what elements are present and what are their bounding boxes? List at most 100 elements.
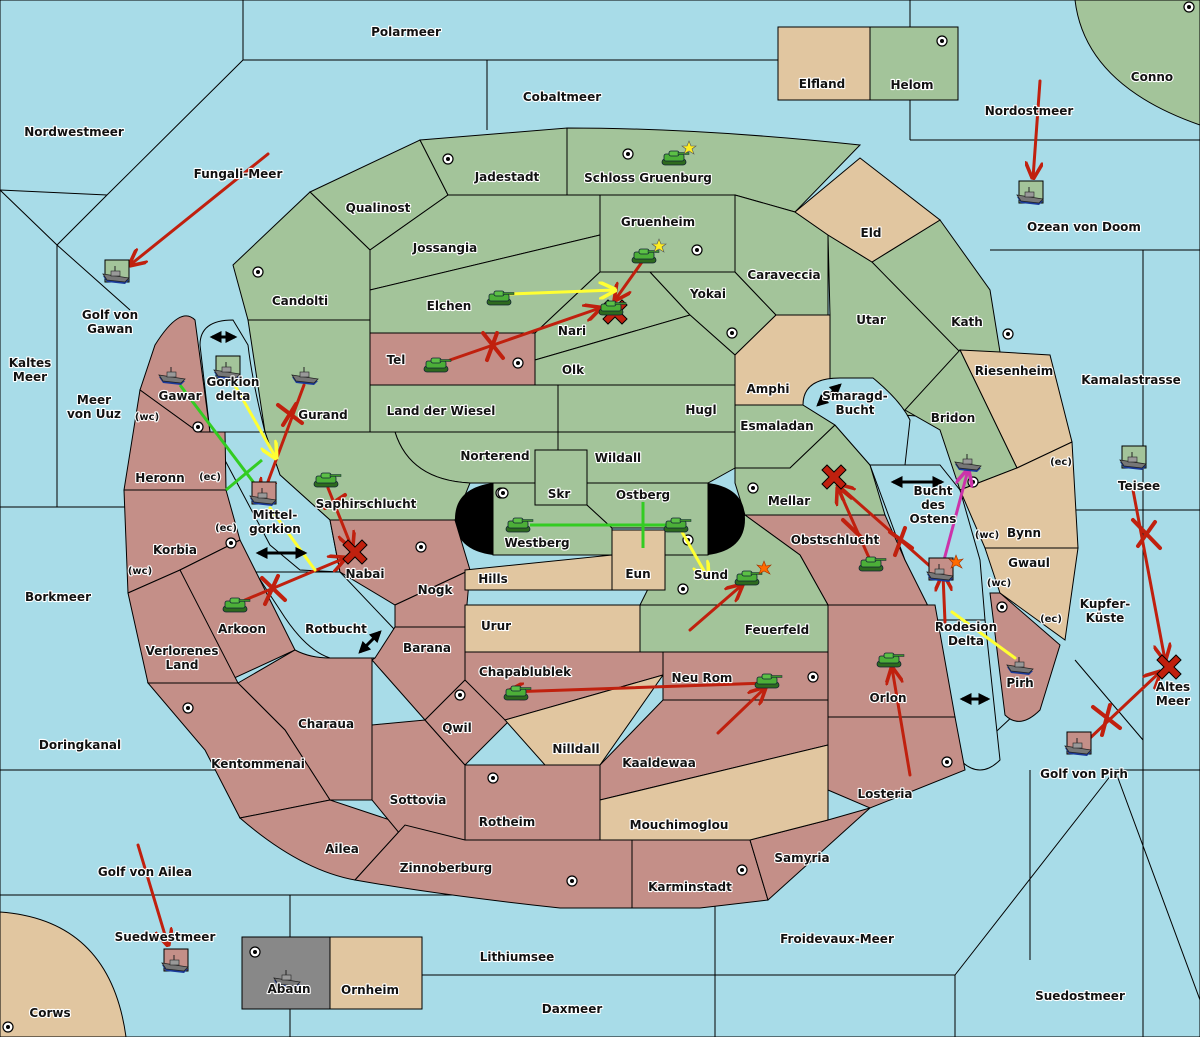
red-territories (123, 315, 1079, 909)
region-eun[interactable] (611, 529, 666, 591)
label-kath: Kath (951, 315, 983, 329)
label-sund: Sund (694, 568, 728, 582)
label-gurand: Gurand (298, 408, 348, 422)
region-gwaul[interactable] (984, 547, 1079, 641)
label-fungali: Fungali-Meer (194, 167, 283, 181)
label-golf-pirh: Golf von Pirh (1040, 767, 1128, 781)
order-gorkion-delta-supports (231, 380, 276, 458)
connection-rotbucht (358, 630, 382, 654)
label-doringkanal: Doringkanal (39, 738, 121, 752)
fleet-unit[interactable] (213, 355, 241, 381)
label-eun: Eun (625, 567, 650, 581)
region-conno[interactable] (1074, 0, 1200, 126)
region-karminstadt[interactable] (631, 839, 769, 909)
supply-center-icon (252, 266, 264, 278)
region-corws[interactable] (0, 911, 127, 1037)
order-saphir-to-nabai (326, 486, 352, 548)
units (102, 140, 1147, 989)
region-mouchimoglou[interactable] (599, 744, 829, 841)
label-riesenheim: Riesenheim (975, 364, 1054, 378)
label-rotheim: Rotheim (479, 815, 536, 829)
coastal-connections (209, 331, 991, 705)
label-golf-ailea: Golf von Ailea (98, 865, 192, 879)
label-conno: Conno (1131, 70, 1173, 84)
fleet-unit[interactable] (1119, 445, 1147, 471)
fail-mark-obst (841, 518, 864, 540)
fail-mark-arkoon (260, 574, 287, 606)
label-mellar: Mellar (768, 494, 810, 508)
label-polarmeer: Polarmeer (371, 25, 441, 39)
label-kamala: Kamalastrasse (1081, 373, 1181, 387)
label-cobaltmeer: Cobaltmeer (523, 90, 601, 104)
region-feuerfeld[interactable] (639, 604, 829, 653)
label-rotbucht: Rotbucht (305, 622, 367, 636)
order-elchen-supports (508, 290, 615, 294)
region-elfland[interactable] (777, 26, 871, 101)
label-losteria: Losteria (857, 787, 912, 801)
army-unit[interactable] (661, 140, 697, 166)
region-bynn[interactable] (959, 441, 1079, 549)
label-daxmeer: Daxmeer (542, 1002, 603, 1016)
label-charaua: Charaua (298, 717, 354, 731)
fail-mark-bucht (888, 526, 914, 557)
order-gawar-support-hold (178, 384, 265, 496)
supply-center-icon (691, 244, 703, 256)
supply-center-icon (512, 357, 524, 369)
supply-center-icon (622, 148, 634, 160)
supply-center-icon (807, 671, 819, 683)
supply-center-icon (225, 537, 237, 549)
label-ozean: Ozean von Doom (1027, 220, 1141, 234)
label-esmaladan: Esmaladan (740, 419, 813, 433)
order-pirh-supports (950, 610, 1017, 660)
label-westberg: Westberg (504, 536, 569, 550)
region-ornheim[interactable] (329, 936, 423, 1010)
supply-center-icon (182, 702, 194, 714)
label-qwil: Qwil (442, 721, 472, 735)
fleet-unit[interactable] (249, 481, 277, 507)
supply-center-icon (941, 756, 953, 768)
dislodged-x-nabai (342, 539, 368, 565)
order-rodesion-to-bucht (943, 575, 945, 624)
supply-center-icon (747, 482, 759, 494)
label-nari: Nari (558, 324, 586, 338)
fleet-unit[interactable] (1064, 731, 1092, 757)
region-pirh[interactable] (989, 592, 1061, 722)
label-ailea: Ailea (325, 842, 359, 856)
region-losteria[interactable] (827, 716, 966, 809)
region-heronn[interactable] (123, 389, 227, 491)
region-eld[interactable] (794, 157, 941, 263)
label-kupfer: Kupfer-Küste (1080, 597, 1130, 625)
region-bucht-des-ostens[interactable] (869, 464, 986, 621)
label-gawar: Gawar (158, 389, 201, 403)
star-icon (681, 140, 697, 155)
label-hugl: Hugl (685, 403, 716, 417)
region-charaua[interactable] (237, 649, 373, 801)
region-skr[interactable] (534, 449, 588, 506)
army-unit[interactable] (631, 238, 667, 264)
label-elchen: Elchen (427, 299, 472, 313)
label-eld: Eld (861, 226, 882, 240)
label-froidevaux: Froidevaux-Meer (780, 932, 894, 946)
fleet-unit[interactable] (161, 948, 189, 974)
label-jossangia: Jossangia (412, 241, 477, 255)
label-kentommenai: Kentommenai (211, 757, 305, 771)
label-candolti: Candolti (272, 294, 328, 308)
order-ostberg-supports-sund (680, 530, 708, 578)
region-gruenheim[interactable] (599, 194, 736, 273)
label-karminstadt: Karminstadt (648, 880, 732, 894)
order-feuerfeld-to-sund (688, 585, 742, 632)
fleet-unit[interactable] (926, 554, 964, 583)
order-mittelgorkion-supports (268, 506, 317, 572)
fleet-unit[interactable] (102, 259, 130, 285)
label-hills: Hills (478, 572, 508, 586)
label-nogk: Nogk (418, 583, 454, 597)
region-helom[interactable] (869, 26, 959, 101)
order-teisee-to-altes (1131, 488, 1165, 660)
region-schloss-gruenburg[interactable] (566, 127, 862, 213)
army-unit[interactable] (734, 560, 772, 586)
fleet-unit[interactable] (1016, 180, 1044, 206)
region-amphi[interactable] (734, 314, 831, 406)
supply-center-icon (192, 421, 204, 433)
